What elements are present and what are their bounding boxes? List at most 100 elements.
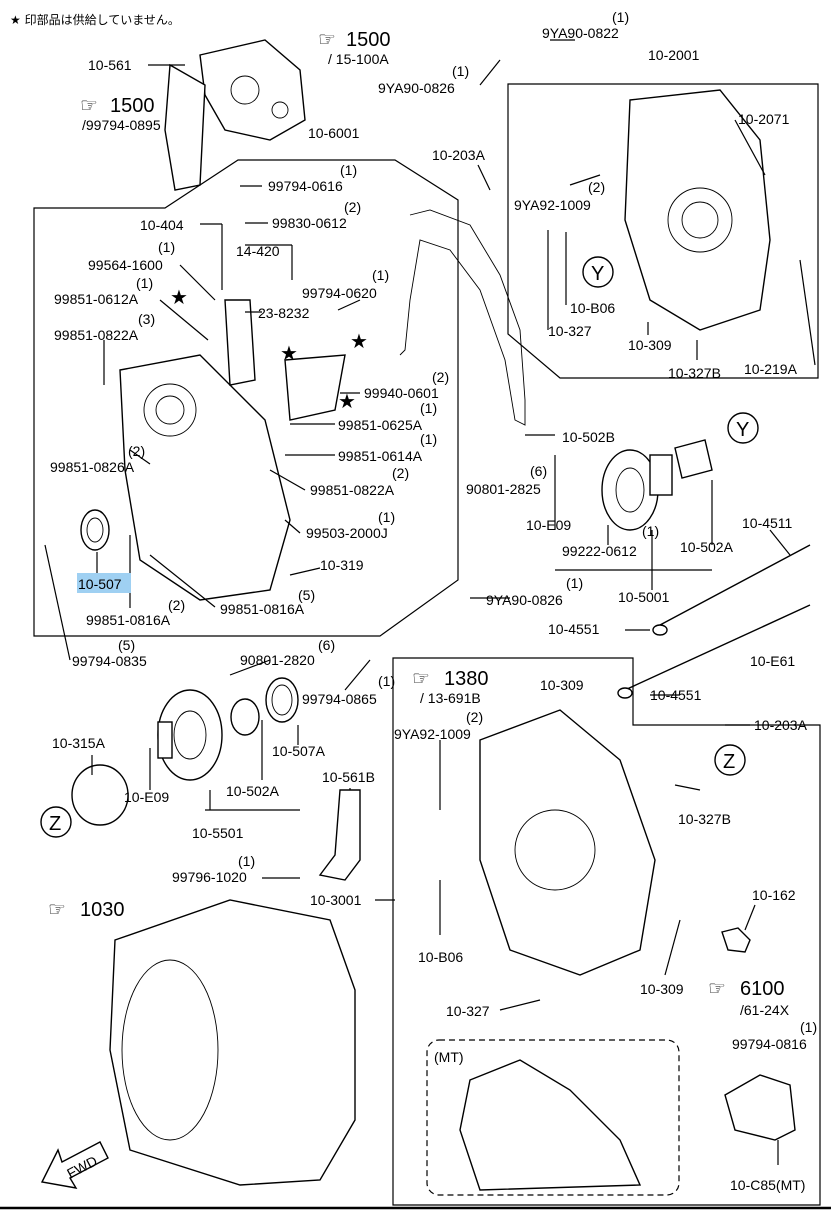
pointing-hand-icon: ☞: [412, 668, 430, 690]
y-marker-top-circle: [582, 256, 614, 288]
z-marker-right: Z: [723, 751, 735, 773]
svg-text:1500: 1500: [346, 29, 391, 51]
star-icon: ★: [338, 391, 356, 413]
cover-10-C85: [724, 1074, 796, 1141]
leader-lines: [44, 39, 816, 1165]
label-99830-0612: 99830-0612: [272, 215, 347, 231]
label-10-309-mid: 10-309: [540, 677, 584, 693]
svg-text:(6): (6): [318, 637, 335, 653]
pointing-hand-icon: ☞: [708, 978, 726, 1000]
z-marker-left-circle: [40, 806, 72, 838]
connector-10-162: [721, 927, 751, 953]
svg-text:(2): (2): [392, 465, 409, 481]
pointing-hand-icon: ☞: [48, 899, 66, 921]
svg-text:(1): (1): [136, 275, 153, 291]
svg-text:(1): (1): [372, 267, 389, 283]
svg-text:(5): (5): [298, 587, 315, 603]
label-10-315A: 10-315A: [52, 735, 106, 751]
label-99851-0822A-mid: 99851-0822A: [310, 482, 395, 498]
label-9YA90-0822: 9YA90-0822: [542, 25, 619, 41]
label-10-4551-b: 10-4551: [650, 687, 702, 703]
svg-text:1500: 1500: [110, 95, 155, 117]
svg-text:(1): (1): [340, 162, 357, 178]
label-10-6001: 10-6001: [308, 125, 360, 141]
front-cover-group-box: [33, 159, 459, 637]
label-10-327B-mid: 10-327B: [678, 811, 731, 827]
part-labels: 10-561 10-6001 (1) 99794-0616 (2) 99830-…: [50, 9, 817, 1193]
label-99851-0612A: 99851-0612A: [54, 291, 139, 307]
washer-10-4551-b: [617, 687, 633, 699]
svg-text:(1): (1): [642, 523, 659, 539]
svg-text:(1): (1): [378, 509, 395, 525]
y-marker-top: Y: [591, 263, 604, 285]
gasket-10-502B: [399, 209, 526, 426]
label-10-327-bot: 10-327: [446, 1003, 490, 1019]
label-10-203A-mid: 10-203A: [754, 717, 808, 733]
ref-1030: ☞ 1030: [48, 899, 125, 921]
label-99796-1020: 99796-1020: [172, 869, 247, 885]
svg-text:(5): (5): [118, 637, 135, 653]
label-99794-0865: 99794-0865: [302, 691, 377, 707]
ref-1500-b: ☞ 1500 /99794-0895: [80, 95, 161, 133]
rear-housing-lower: [479, 709, 656, 976]
label-10-219A: 10-219A: [744, 361, 798, 377]
svg-text:/ 15-100A: / 15-100A: [328, 51, 389, 67]
label-9YA90-0826-top: 9YA90-0826: [378, 80, 455, 96]
label-99794-0816: 99794-0816: [732, 1036, 807, 1052]
svg-text:(1): (1): [420, 431, 437, 447]
mount-bracket: [164, 39, 306, 191]
z-marker-left: Z: [49, 813, 61, 835]
rear-housing-lower-box: [392, 657, 821, 1206]
ref-6100: ☞ 6100 /61-24X: [708, 978, 790, 1018]
label-10-E09-top: 10-E09: [526, 517, 571, 533]
svg-text:1030: 1030: [80, 899, 125, 921]
label-99794-0620: 99794-0620: [302, 285, 377, 301]
svg-text:/99794-0895: /99794-0895: [82, 117, 161, 133]
label-10-3001: 10-3001: [310, 892, 362, 908]
svg-text:(1): (1): [800, 1019, 817, 1035]
label-99794-0616: 99794-0616: [268, 178, 343, 194]
ref-1380: ☞ 1380 / 13-691B: [412, 668, 489, 706]
svg-text:/ 13-691B: / 13-691B: [420, 690, 481, 706]
rotor-housing: [109, 899, 356, 1186]
oil-seal-10-507: [80, 509, 110, 551]
fwd-arrow: FWD: [40, 1141, 109, 1189]
label-99851-0816A-b: 99851-0816A: [220, 601, 305, 617]
label-99564-1600: 99564-1600: [88, 257, 163, 273]
label-99851-0826A: 99851-0826A: [50, 459, 135, 475]
label-10-B06-top: 10-B06: [570, 300, 615, 316]
tension-bolt-10-E61: [624, 604, 811, 691]
label-10-2071: 10-2071: [738, 111, 790, 127]
svg-text:(1): (1): [378, 673, 395, 689]
label-9YA92-1009-top: 9YA92-1009: [514, 197, 591, 213]
label-10-507A: 10-507A: [272, 743, 326, 759]
svg-text:(1): (1): [612, 9, 629, 25]
highlight-10-507: [77, 573, 131, 593]
not-supplied-note: ★ 印部品は供給していません。: [10, 12, 180, 27]
y-marker-mid: Y: [736, 419, 749, 441]
svg-text:(1): (1): [452, 63, 469, 79]
star-markers: ★ ★ ★ ★: [170, 287, 368, 413]
label-99222-0612: 99222-0612: [562, 543, 637, 559]
svg-text:(2): (2): [432, 369, 449, 385]
label-10-309-top: 10-309: [628, 337, 672, 353]
ref-1500-a: ☞ 1500 / 15-100A: [318, 29, 391, 67]
label-10-404: 10-404: [140, 217, 184, 233]
svg-text:(2): (2): [128, 443, 145, 459]
star-icon: ★: [350, 331, 368, 353]
svg-text:/61-24X: /61-24X: [740, 1002, 790, 1018]
label-99851-0816A-a: 99851-0816A: [86, 612, 171, 628]
pointing-hand-icon: ☞: [318, 29, 336, 51]
svg-text:(2): (2): [466, 709, 483, 725]
gear-10-5501: [157, 677, 299, 781]
label-99851-0822A-top: 99851-0822A: [54, 327, 139, 343]
svg-text:(2): (2): [344, 199, 361, 215]
o-ring-10-315A: [71, 764, 129, 826]
label-10-C85: 10-C85(MT): [730, 1177, 805, 1193]
label-10-502A-top: 10-502A: [680, 539, 734, 555]
rear-housing-top: [624, 89, 771, 331]
label-23-8232: 23-8232: [258, 305, 310, 321]
label-mt: (MT): [434, 1049, 464, 1065]
label-10-327-top: 10-327: [548, 323, 592, 339]
